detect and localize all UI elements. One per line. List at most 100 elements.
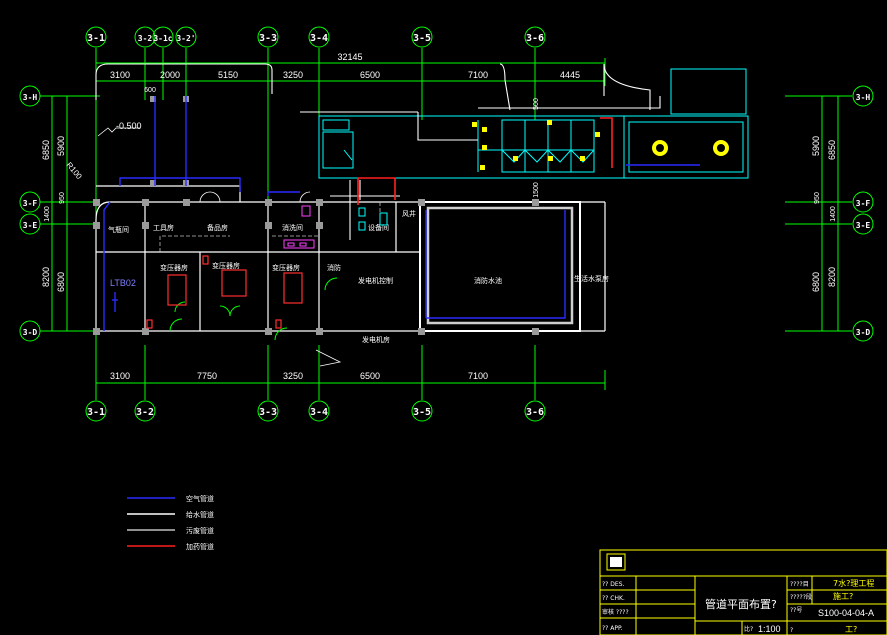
legend-label-sewage: 污废管道 (186, 526, 214, 535)
dim-top-small: 600 (144, 87, 156, 94)
dim-vertical-1500: 1500 (533, 182, 540, 198)
axis-bottom-5: 3-5 (413, 407, 431, 418)
axis-left-1: 3-H (23, 93, 38, 102)
elevation-marker (97, 127, 140, 137)
dimension-text-right: 5900 950 6800 6850 1400 8200 (811, 136, 837, 292)
tb-stage-label: ?????段 (790, 593, 812, 601)
axis-top-6: 3-4 (310, 33, 328, 44)
dim-top-7: 4445 (560, 70, 580, 80)
dim-top-6: 7100 (468, 70, 488, 80)
axis-grid-bottom (85, 330, 606, 422)
room-transformer-3: 变压器房 (272, 263, 300, 272)
axis-bottom-1: 3-1 (87, 407, 105, 418)
dimension-text-left: 6850 1400 8200 5900 950 6800 (41, 136, 66, 292)
axis-labels-top: 3-1 3-2 3-1c 3-2' 3-3 3-4 3-5 3-6 (87, 33, 544, 44)
room-generator-control: 发电机控制 (358, 276, 393, 285)
axis-labels-bottom: 3-1 3-2 3-3 3-4 3-5 3-6 (87, 407, 544, 418)
tb-sheet-label: ? (790, 627, 793, 634)
dim-bottom-5: 7100 (468, 371, 488, 381)
dim-top-2: 2000 (160, 70, 180, 80)
dim-left-inner-3: 6800 (56, 272, 66, 292)
axis-left-3: 3-E (23, 221, 38, 230)
room-spare-parts: 备品房 (207, 223, 228, 232)
dim-right-inner-1: 5900 (811, 136, 821, 156)
building-walls (95, 185, 606, 332)
dim-right-inner-3: 6800 (811, 272, 821, 292)
dim-left-outer-1: 6850 (41, 140, 51, 160)
equipment-cyan (318, 68, 749, 179)
room-tool: 工具房 (153, 223, 174, 232)
room-transformer-2: 变压器房 (212, 261, 240, 270)
dimension-text-bottom: 3100 7750 3250 6500 7100 (110, 371, 488, 381)
drawing-title: 管道平面布置? (705, 597, 777, 611)
axis-left-4: 3-D (23, 328, 38, 337)
dosing-pipes (357, 117, 613, 205)
room-generator: 发电机房 (362, 335, 390, 344)
elevation-text: -0.500 (116, 121, 142, 131)
dim-left-inner-1: 5900 (56, 136, 66, 156)
section-arrow (315, 349, 342, 367)
dim-left-outer-3: 8200 (41, 267, 51, 287)
valves-yellow (472, 120, 600, 170)
title-block-logo (610, 557, 622, 567)
axis-top-7: 3-5 (413, 33, 431, 44)
dim-right-inner-2: 950 (814, 192, 821, 204)
room-water-pump: 生活水泵房 (574, 274, 609, 283)
axis-grid-left (19, 85, 100, 342)
axis-labels-right: 3-H 3-F 3-E 3-D (856, 93, 871, 337)
dim-right-outer-2: 1400 (830, 206, 837, 222)
axis-top-1: 3-1 (87, 33, 105, 44)
axis-top-4: 3-2' (176, 34, 195, 43)
tb-row-checker: ?? CHK. (602, 595, 625, 602)
tb-row-approver: ?? APP. (602, 625, 623, 632)
dim-vertical-500: 500 (533, 98, 540, 110)
equipment-room-fixtures (358, 207, 388, 231)
axis-right-2: 3-F (856, 199, 871, 208)
axis-bottom-2: 3-2 (136, 407, 154, 418)
axis-left-2: 3-F (23, 199, 38, 208)
dim-top-3: 5150 (218, 70, 238, 80)
dim-bottom-4: 6500 (360, 371, 380, 381)
room-ltb: LTB02 (110, 278, 136, 288)
air-pipes (103, 96, 700, 331)
legend-label-water: 给水管道 (186, 510, 214, 519)
tb-scale: 1:100 (758, 624, 781, 634)
axis-right-3: 3-E (856, 221, 871, 230)
dim-top-5: 6500 (360, 70, 380, 80)
room-labels: 气瓶间 工具房 备品房 消洗间 设备间 风井 变压器房 变压器房 变压器房 消防… (108, 209, 609, 344)
tb-row-reviewer: 审核 ???? (602, 608, 629, 616)
dimension-text-top: 32145 3100 2000 5150 3250 6500 7100 4445… (110, 52, 580, 94)
dimension-lines-top (95, 58, 606, 86)
columns (93, 96, 539, 335)
axis-top-3: 3-1c (153, 34, 172, 43)
title-block (599, 549, 887, 635)
room-fire-pool: 消防水池 (474, 276, 502, 285)
axis-top-2: 3-2 (138, 34, 153, 43)
dim-total: 32145 (337, 52, 362, 62)
tb-stage-value: 施工? (833, 591, 853, 601)
dim-bottom-3: 3250 (283, 371, 303, 381)
legend-label-air: 空气管道 (186, 494, 214, 503)
tb-no-label: ??号 (790, 607, 802, 614)
dim-bottom-1: 3100 (110, 371, 130, 381)
tb-project-label: ????目 (790, 581, 809, 588)
title-block-text: ?? DES. ?? CHK. 审核 ???? ?? APP. 管道平面布置? … (602, 578, 874, 634)
dim-top-4: 3250 (283, 70, 303, 80)
tb-project-value: 7水?理工程 (833, 578, 874, 588)
tb-row-designer: ?? DES. (602, 581, 624, 588)
water-pipes (95, 63, 661, 240)
room-wash: 消洗间 (282, 223, 303, 232)
axis-bottom-4: 3-4 (310, 407, 328, 418)
axis-right-1: 3-H (856, 93, 871, 102)
room-fire: 消防 (327, 263, 341, 272)
room-gas-cylinder: 气瓶间 (108, 225, 129, 234)
dim-top-1: 3100 (110, 70, 130, 80)
axis-bottom-3: 3-3 (259, 407, 277, 418)
axis-labels-left: 3-H 3-F 3-E 3-D (23, 93, 38, 337)
room-air-shaft: 风井 (402, 209, 416, 218)
room-equipment: 设备间 (368, 223, 389, 232)
tb-sheet-value: 工? (845, 625, 857, 634)
room-transformer-1: 变压器房 (160, 263, 188, 272)
door-arcs-top (199, 191, 311, 203)
